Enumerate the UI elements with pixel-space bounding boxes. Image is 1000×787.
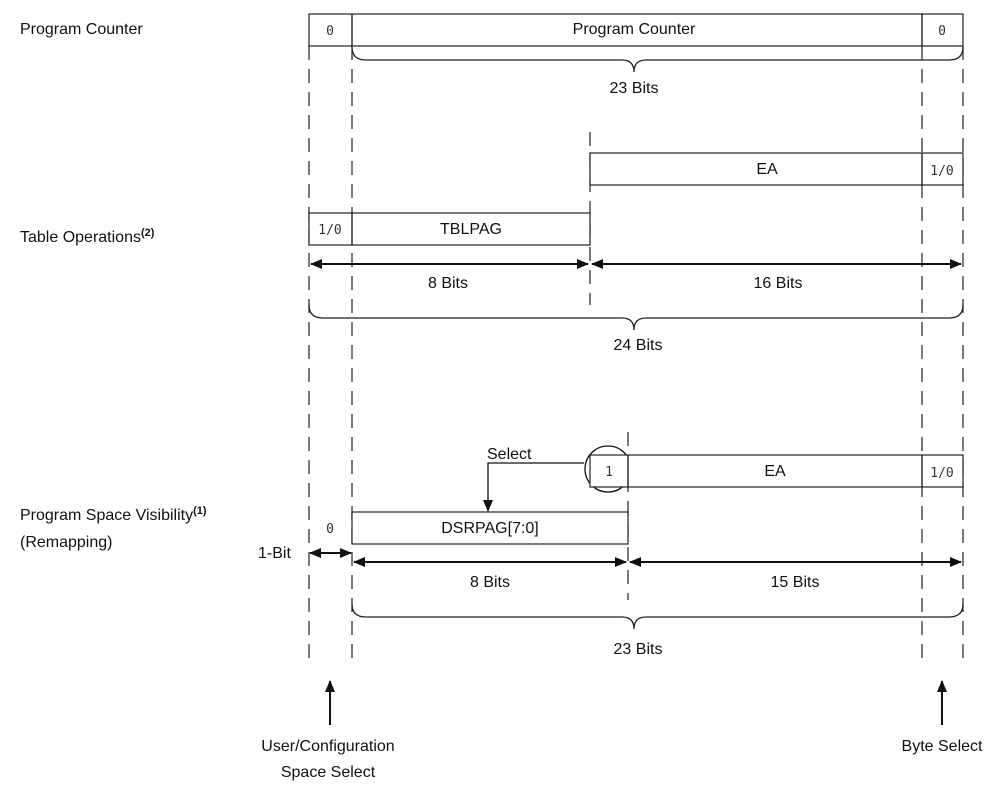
psv-one-bit-label: 1-Bit [258,545,291,562]
psv-brace [351,603,964,630]
psv-15-bits-label: 15 Bits [771,574,820,591]
psv-select-arrow [483,462,584,512]
user-config-label-line2: Space Select [281,764,376,781]
table-ops-left-bit: 1/0 [318,223,341,238]
dsrpag-field: DSRPAG[7:0] [441,520,539,537]
tblpag-register [308,212,591,246]
program-counter-right-bit: 0 [938,24,946,39]
program-counter-register [308,13,964,47]
program-counter-field: Program Counter [573,21,696,38]
byte-select-label: Byte Select [902,738,983,755]
psv-8-bits-label: 8 Bits [470,574,510,591]
psv-ea-field: EA [764,463,786,480]
user-config-label-line1: User/Configuration [261,738,394,755]
psv-select-label: Select [487,446,532,463]
table-ops-brace [308,304,964,331]
psv-width-label: 23 Bits [614,641,663,658]
table-ops-ea-byte-bit: 1/0 [930,164,953,179]
table-ops-row-label: Table Operations(2) [20,227,155,246]
psv-left-bit: 0 [326,522,334,537]
dsrpag-register [351,511,629,545]
psv-ea-register [589,454,964,488]
table-ops-8-bits-label: 8 Bits [428,275,468,292]
table-ops-ea-register [589,152,964,186]
psv-ea-byte-bit: 1/0 [930,466,953,481]
table-ops-width-label: 24 Bits [614,337,663,354]
psv-row-label: Program Space Visibility(1) [20,505,207,524]
program-counter-width-label: 23 Bits [610,80,659,97]
table-ops-16-bits-label: 16 Bits [754,275,803,292]
program-counter-brace [351,46,964,73]
program-counter-left-bit: 0 [326,24,334,39]
tblpag-field: TBLPAG [440,221,502,238]
psv-select-bit: 1 [605,465,613,480]
program-counter-row-label: Program Counter [20,21,143,38]
table-ops-ea-field: EA [756,161,778,178]
psv-row-sublabel: (Remapping) [20,534,112,551]
